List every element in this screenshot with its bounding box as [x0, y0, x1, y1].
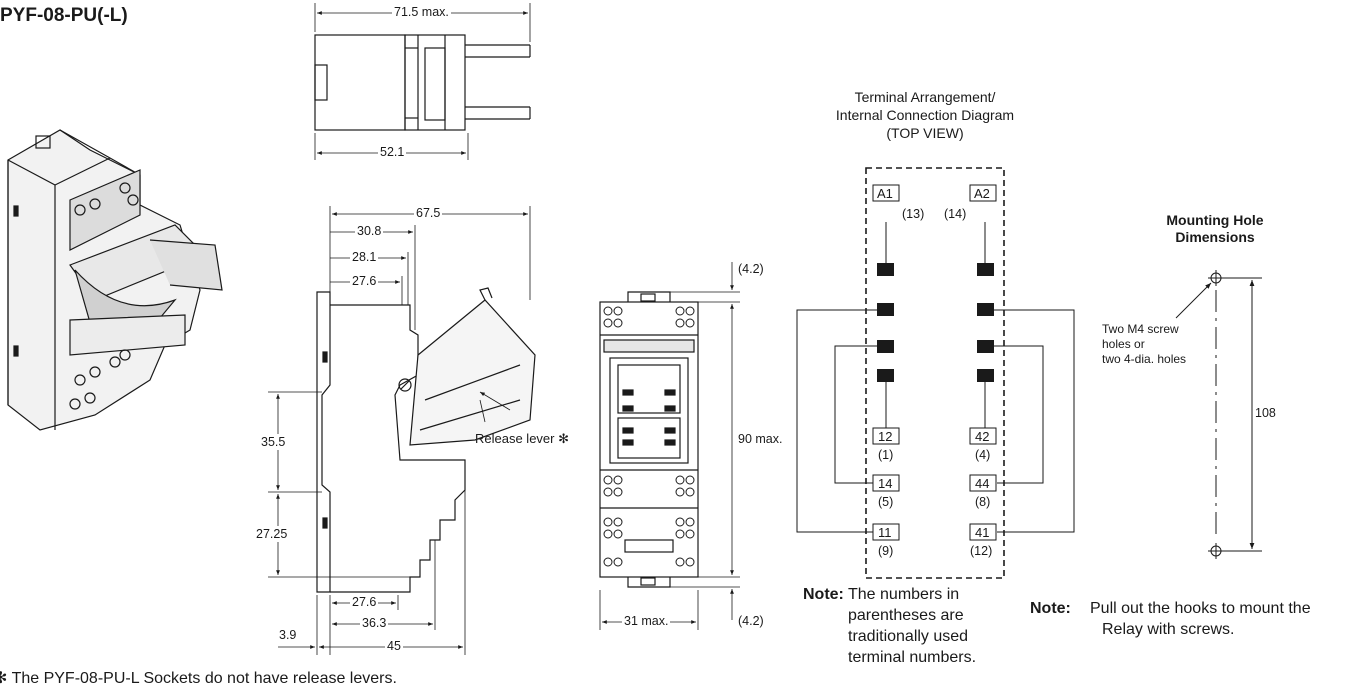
terminal-note: Note: — [803, 584, 844, 605]
terminal-44-old: (8) — [975, 495, 991, 509]
terminal-note-line-2: parentheses are — [848, 607, 964, 624]
terminal-note-line-4: terminal numbers. — [848, 649, 977, 666]
dim-30-8: 30.8 — [355, 224, 384, 238]
caption-line-1: Terminal Arrangement/ — [854, 89, 996, 105]
hole-note-line-3: two 4-dia. holes — [1102, 352, 1187, 366]
terminal-a2: A2 — [974, 186, 990, 201]
dim-28-1: 28.1 — [350, 250, 379, 264]
mounting-title-line-1: Mounting Hole — [1166, 212, 1264, 228]
terminal-41-old: (12) — [970, 544, 993, 558]
top-view-dimensions — [314, 3, 531, 160]
dim-45: 45 — [385, 639, 403, 653]
dim-67-5: 67.5 — [414, 206, 443, 220]
dim-height-max: 90 max. — [738, 432, 783, 446]
terminal-a1-old: (13) — [902, 207, 925, 221]
caption-line-3: (TOP VIEW) — [886, 125, 964, 141]
terminal-contact-pads — [877, 263, 994, 382]
terminal-11-old: (9) — [878, 544, 894, 558]
front-view-outline — [599, 291, 699, 588]
terminal-12: 12 — [878, 429, 893, 444]
terminal-note-line-1: The numbers in — [848, 586, 960, 603]
terminal-note-line-3: traditionally used — [848, 628, 969, 645]
dim-width-31-max: 31 max. — [622, 614, 671, 628]
dim-36-3: 36.3 — [360, 616, 389, 630]
mounting-note: Note: — [1030, 598, 1071, 619]
dim-width-max: 71.5 max. — [392, 5, 451, 19]
dim-27-25: 27.25 — [255, 526, 289, 542]
mounting-title-line-2: Dimensions — [1175, 229, 1255, 245]
terminal-a2-old: (14) — [944, 207, 967, 221]
terminal-diagram-caption: Terminal Arrangement/ Internal Connectio… — [805, 88, 1045, 142]
dim-27-6-bottom: 27.6 — [350, 595, 379, 609]
release-lever-label: Release lever ✻ — [475, 431, 569, 446]
socket-3d-illustration — [7, 129, 223, 431]
dim-hole-spacing: 108 — [1255, 406, 1276, 420]
caption-line-2: Internal Connection Diagram — [835, 107, 1015, 123]
terminal-42-old: (4) — [975, 448, 991, 462]
dim-bottom-gap: (4.2) — [738, 614, 764, 628]
footnote: ✻ The PYF-08-PU-L Sockets do not have re… — [0, 670, 397, 687]
dim-base-width: 52.1 — [378, 145, 407, 159]
terminal-note-label: Note: — [803, 586, 844, 603]
mounting-hole-drawing — [1175, 270, 1262, 559]
dim-3-9: 3.9 — [279, 628, 297, 642]
dim-top-gap: (4.2) — [738, 262, 764, 276]
terminal-44: 44 — [975, 476, 990, 491]
hole-note-line-2: holes or — [1102, 337, 1145, 351]
model-title: PYF-08-PU(-L) — [0, 5, 128, 26]
terminal-number-boxes — [872, 184, 997, 541]
terminal-diagram-lines — [796, 167, 1075, 579]
side-view-outline — [316, 287, 536, 593]
terminal-42: 42 — [975, 429, 990, 444]
terminal-12-old: (1) — [878, 448, 894, 462]
terminal-11: 11 — [878, 525, 892, 540]
mounting-note-line-1: Pull out the hooks to mount the — [1090, 600, 1311, 617]
dim-27-6-top: 27.6 — [350, 274, 379, 288]
mounting-note-line-2: Relay with screws. — [1102, 621, 1235, 638]
terminal-note-body: The numbers in parentheses are tradition… — [848, 584, 976, 668]
mounting-note-body: Pull out the hooks to mount the Relay wi… — [1090, 598, 1311, 640]
terminal-14-old: (5) — [878, 495, 894, 509]
mounting-note-label: Note: — [1030, 600, 1071, 617]
terminal-14: 14 — [878, 476, 893, 491]
hole-description: Two M4 screw holes or two 4-dia. holes — [1102, 322, 1186, 367]
dim-35-5: 35.5 — [260, 434, 287, 450]
terminal-a1: A1 — [877, 186, 893, 201]
front-view-dimensions — [599, 262, 740, 630]
hole-note-line-1: Two M4 screw — [1102, 322, 1179, 336]
mounting-hole-title: Mounting Hole Dimensions — [1150, 212, 1280, 246]
terminal-41: 41 — [975, 525, 990, 540]
top-view-outline — [314, 34, 531, 131]
